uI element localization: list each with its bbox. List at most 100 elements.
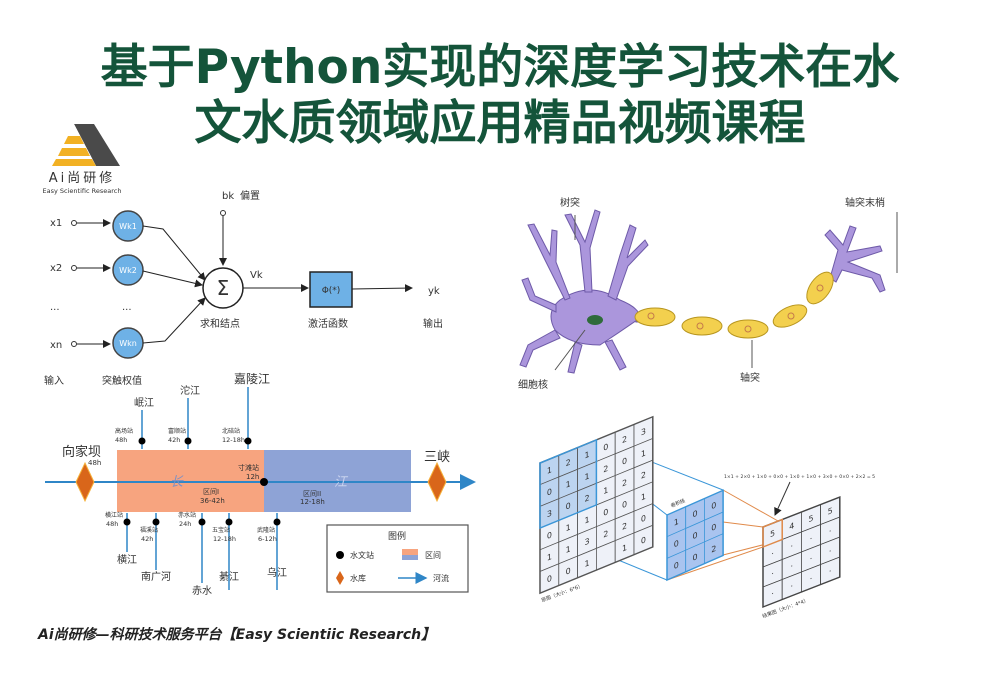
cell-value: 0 xyxy=(547,486,552,498)
station-dot xyxy=(198,518,206,526)
station-label: 高场站 xyxy=(115,427,133,435)
station-dot xyxy=(152,518,160,526)
station-label: 北碚站 xyxy=(222,427,240,435)
weight-label: Wk2 xyxy=(119,266,137,275)
cell-value: 2 xyxy=(566,457,571,469)
interval-label: 区间I xyxy=(203,488,219,496)
station-label: 横江站 xyxy=(105,511,123,519)
cell-value: 5 xyxy=(828,505,833,517)
legend-station: 水文站 xyxy=(350,550,374,560)
footer-text: Ai尚研修—科研技术服务平台【Easy Scientiic Research】 xyxy=(38,627,436,643)
cell-value: 2 xyxy=(711,543,716,555)
convolution-equation: 1×1 + 2×0 + 1×0 + 0×0 + 1×0 + 1×0 + 3×0 … xyxy=(724,474,875,480)
legend-river: 河流 xyxy=(433,573,449,583)
cell-value: 1 xyxy=(641,491,646,503)
cell-value: 2 xyxy=(641,469,646,481)
cell-value: 1 xyxy=(584,471,589,483)
axon-label: 轴突 xyxy=(740,371,760,384)
station-time: 12-18h xyxy=(222,436,245,444)
cell-value: 0 xyxy=(674,559,679,571)
interval-time: 36-42h xyxy=(200,497,225,505)
tributary-label: 岷江 xyxy=(134,397,154,409)
cell-value: 0 xyxy=(674,538,679,550)
title-line-1: 基于Python实现的深度学习技术在水 xyxy=(100,40,900,95)
cell-value: 0 xyxy=(641,513,646,525)
station-time: 12-18h xyxy=(213,535,236,543)
cell-value: · xyxy=(810,553,813,564)
reservoir-label: 向家坝 xyxy=(62,444,101,460)
station-time: 6-12h xyxy=(258,535,277,543)
weight-label: Wkn xyxy=(119,339,137,348)
reservoir-label: 三峡 xyxy=(424,450,450,465)
station-dot xyxy=(138,437,146,445)
station-time: 24h xyxy=(179,520,191,528)
river-char: 江 xyxy=(334,475,349,490)
reservoir-icon xyxy=(427,461,447,503)
cell-value: · xyxy=(771,548,774,559)
weights-caption: 突触权值 xyxy=(102,374,142,387)
weight-label: Wk1 xyxy=(119,222,137,231)
output-label: yk xyxy=(428,286,440,297)
cell-value: 2 xyxy=(622,520,627,532)
station-dot xyxy=(184,437,192,445)
output-caption: 输出 xyxy=(423,317,443,330)
cell-value: 0 xyxy=(711,500,716,512)
cell-value: 0 xyxy=(603,441,608,453)
cell-value: 1 xyxy=(566,522,571,534)
cell-value: 0 xyxy=(622,499,627,511)
nucleus xyxy=(587,315,603,325)
interval-label: 区间II xyxy=(303,490,321,498)
station-label: 富顺站 xyxy=(168,427,186,435)
interval-time: 12-18h xyxy=(300,498,325,506)
cell-value: 2 xyxy=(603,463,608,475)
activation-symbol: Φ(*) xyxy=(322,286,341,296)
cell-value: 0 xyxy=(547,529,552,541)
sum-output-label: Vk xyxy=(250,270,263,281)
tributary-label: 南广河 xyxy=(141,570,171,583)
station-label: 福溪站 xyxy=(140,526,158,534)
station-time: 48h xyxy=(115,436,127,444)
weight-ellipsis: ... xyxy=(122,302,132,313)
cell-value: · xyxy=(829,566,832,577)
cell-value: 0 xyxy=(566,500,571,512)
cell-value: · xyxy=(791,561,794,572)
cell-value: 4 xyxy=(789,520,794,532)
cell-value: 0 xyxy=(603,506,608,518)
cell-value: 2 xyxy=(584,492,589,504)
tributary-label: 乌江 xyxy=(267,566,287,579)
cell-value: 1 xyxy=(547,551,552,563)
neuron-diagram: 树突 轴突末梢 细胞核 轴突 xyxy=(518,196,898,391)
cell-value: 0 xyxy=(547,573,552,585)
title-line-2: 文水质领域应用精品视频课程 xyxy=(194,96,806,151)
input-x2: x2 Wk2 xyxy=(50,254,203,288)
axon-myelin xyxy=(634,271,834,339)
cell-value: 2 xyxy=(603,528,608,540)
cell-value: 5 xyxy=(770,528,775,540)
cell-value: · xyxy=(829,526,832,537)
cell-value: 3 xyxy=(547,508,552,520)
cell-value: 1 xyxy=(566,478,571,490)
cell-value: 1 xyxy=(547,464,552,476)
station-time: 48h xyxy=(106,520,118,528)
weight-node xyxy=(112,254,144,286)
cell-value: 1 xyxy=(603,485,608,497)
station-time: 12h xyxy=(246,473,259,481)
logo-brand-text: Ai尚研修 xyxy=(49,171,116,186)
cell-value: · xyxy=(771,588,774,599)
reservoir-time: 48h xyxy=(88,459,101,467)
tributary-label: 綦江 xyxy=(219,570,239,583)
sigma-symbol: Σ xyxy=(217,276,230,300)
cell-value: · xyxy=(771,568,774,579)
cell-value: 1 xyxy=(584,449,589,461)
cell-value: 1 xyxy=(566,543,571,555)
logo-subtitle-text: Easy Scientific Research xyxy=(43,187,122,195)
cell-value: 1 xyxy=(584,557,589,569)
cell-value: · xyxy=(810,533,813,544)
cell-value: 5 xyxy=(808,513,813,525)
cell-value: 0 xyxy=(641,534,646,546)
reservoir-icon xyxy=(75,461,95,503)
cell-value: · xyxy=(791,581,794,592)
station-dot xyxy=(225,518,233,526)
